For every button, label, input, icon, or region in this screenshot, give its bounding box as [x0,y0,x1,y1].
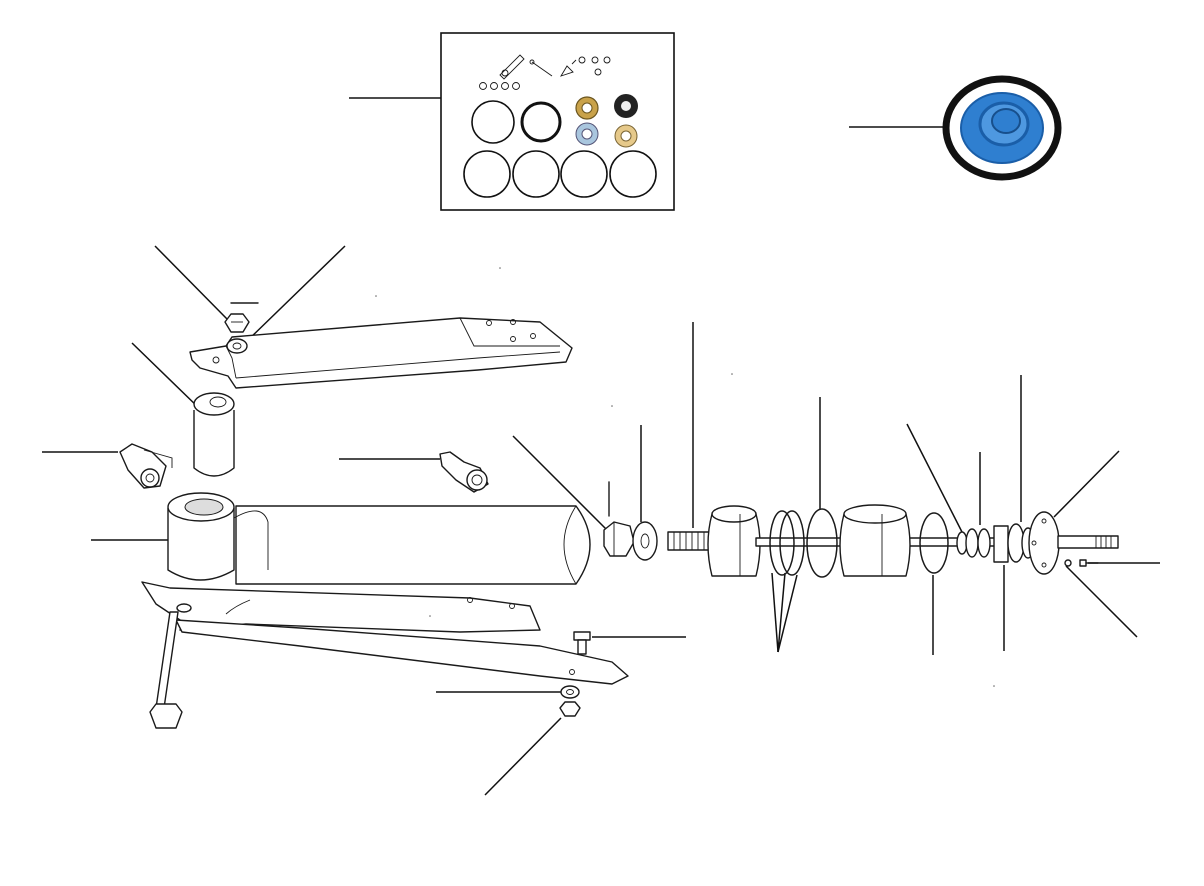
screw-icon[interactable] [1064,559,1099,567]
repair-kit-icon[interactable] [440,32,675,211]
fibre-washer-icon [614,124,638,148]
rod-nut-icon[interactable] [603,521,635,557]
rubber-bush-icon[interactable] [193,392,235,477]
upper-bracket-icon[interactable] [189,317,573,389]
castle-nut-icon[interactable] [224,313,250,333]
lower-bracket-icon[interactable] [141,581,629,685]
leader-lines [42,97,1160,796]
bolt-icon[interactable] [573,631,591,655]
long-bolt-icon[interactable] [149,603,192,729]
print-specks [375,267,995,687]
washer-icon[interactable] [226,338,248,354]
rod-washer-icon[interactable] [632,521,658,561]
hose-union-icon[interactable] [119,443,173,489]
oil-seal-icon[interactable] [942,75,1062,181]
piston-ring-icon [471,100,515,144]
piston-rod-icon[interactable] [667,504,1119,578]
steering-damper-cylinder-icon[interactable] [167,492,591,585]
banjo-union-icon[interactable] [439,451,489,493]
brass-bush-icon [575,96,599,120]
lower-washer-icon[interactable] [560,685,580,699]
steel-washer-icon [575,122,599,146]
small-seal-icon [614,94,638,118]
lower-nut-icon[interactable] [559,701,581,717]
